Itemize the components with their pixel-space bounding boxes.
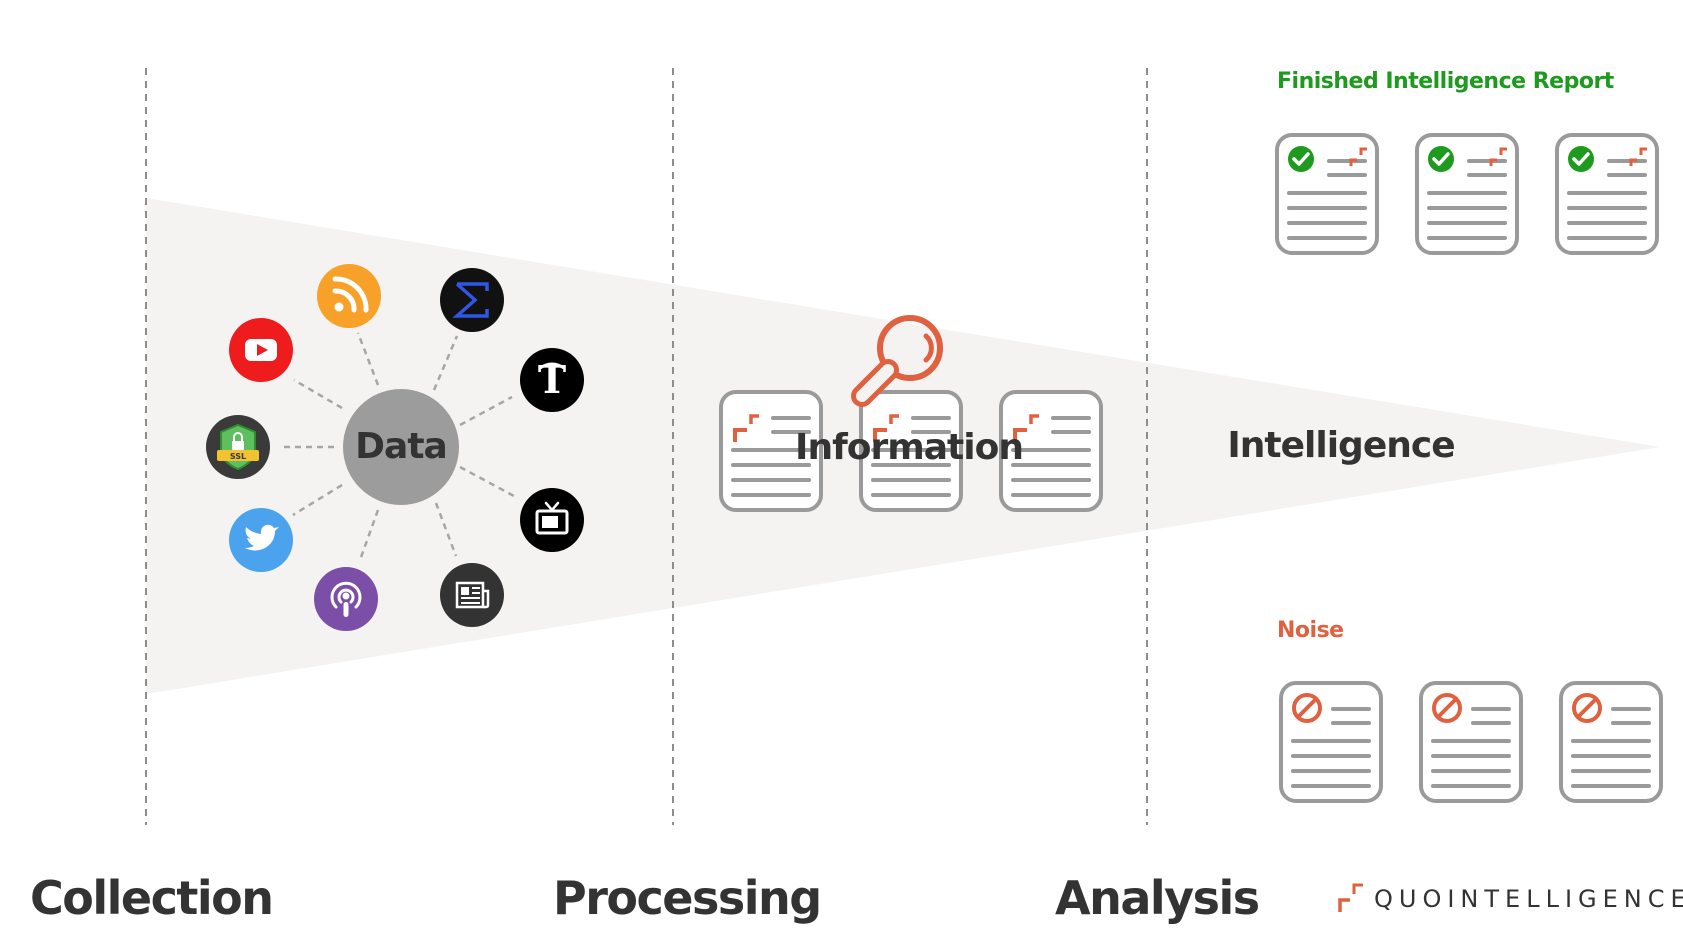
prohibited-icon (1432, 693, 1462, 723)
finished-report-document (1555, 133, 1659, 255)
finished-report-document (1415, 133, 1519, 255)
rss-feed-icon (317, 264, 381, 328)
noise-document (1559, 681, 1663, 803)
check-icon (1568, 146, 1594, 172)
brand-logo-icon (1338, 883, 1363, 912)
phase-dividers (145, 68, 1148, 825)
prohibited-icon (1292, 693, 1322, 723)
check-icon (1288, 146, 1314, 172)
newspaper-icon (440, 563, 504, 627)
podcast-icon (314, 567, 378, 631)
information-label: Information (795, 427, 1024, 468)
data-label: Data (355, 426, 448, 467)
television-icon (520, 488, 584, 552)
sigma-icon (440, 268, 504, 332)
prohibited-icon (1572, 693, 1602, 723)
noise-title: Noise (1277, 618, 1344, 643)
twitter-icon (229, 508, 293, 572)
finished-reports (1275, 133, 1659, 255)
check-icon (1428, 146, 1454, 172)
svg-text:SSL: SSL (230, 452, 246, 461)
noise-document (1419, 681, 1523, 803)
intelligence-label: Intelligence (1227, 425, 1455, 466)
finished-report-document (1275, 133, 1379, 255)
magnifier-icon (851, 315, 943, 407)
phase-analysis-label: Analysis (1055, 871, 1260, 925)
noise-documents (1279, 681, 1663, 803)
finished-report-title: Finished Intelligence Report (1277, 69, 1614, 94)
noise-document (1279, 681, 1383, 803)
brand-name: QUOINTELLIGENCE (1374, 885, 1683, 913)
data-hub (343, 389, 459, 505)
hub-connectors (280, 332, 515, 561)
phase-collection-label: Collection (30, 871, 274, 925)
ssl-shield-icon: SSL (206, 415, 270, 479)
phase-processing-label: Processing (553, 871, 822, 925)
youtube-icon (229, 318, 293, 382)
new-york-times-icon: T (520, 348, 584, 412)
